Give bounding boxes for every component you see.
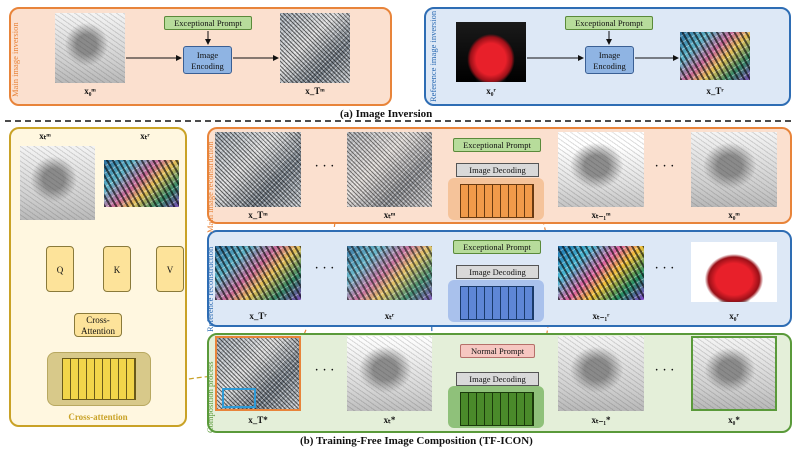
- inv-prompt-main: Exceptional Prompt: [164, 16, 252, 30]
- q-text: Q: [56, 265, 64, 275]
- row1-dots-b: · · ·: [655, 161, 676, 172]
- encoding-text: Image Encoding: [191, 50, 224, 71]
- encoding-box-main: Image Encoding: [183, 46, 232, 74]
- row2-prompt: Exceptional Prompt: [453, 240, 541, 254]
- v-box: V: [156, 246, 184, 292]
- row1-unet-stack: [460, 184, 534, 218]
- att-top-left: xₜᵐ: [39, 131, 51, 141]
- row2-cap-xt: xₜʳ: [384, 311, 395, 321]
- k-text: K: [113, 265, 121, 275]
- row1-cap-xt1: xₜ₋₁ᵐ: [591, 210, 611, 220]
- row2-unet-stack: [460, 286, 534, 320]
- row1-cap-xt: xₜᵐ: [383, 210, 396, 220]
- row2-decoding: Image Decoding: [456, 265, 539, 279]
- row1-dots-a: · · ·: [315, 161, 336, 172]
- att-top-right: xₜʳ: [140, 131, 150, 141]
- row1-img-xT: [215, 132, 301, 207]
- att-layers-stack: [62, 358, 136, 400]
- caption-b: (b) Training-Free Image Composition (TF-…: [300, 435, 533, 447]
- row3-cap-xt1: xₜ₋₁*: [591, 415, 611, 425]
- encoding-box-ref: Image Encoding: [585, 46, 634, 74]
- row3-img-xt1: [558, 336, 644, 411]
- row3-prompt: Normal Prompt: [460, 344, 535, 358]
- ref-out-caption: x_Tʳ: [706, 86, 724, 96]
- row-main-label: Main image reconstruction: [205, 141, 215, 233]
- q-box: Q: [46, 246, 74, 292]
- v-text: V: [166, 265, 174, 275]
- main-in-caption: x₀ᵐ: [84, 86, 96, 96]
- row2-cap-x0: x₀ʳ: [729, 311, 739, 321]
- ref-image-xT: [680, 32, 750, 80]
- row-comp-label: Composition process: [205, 361, 215, 433]
- k-box: K: [103, 246, 131, 292]
- row3-cap-x0: x₀*: [728, 415, 740, 425]
- row1-img-xt1: [558, 132, 644, 207]
- row3-img-xT: [215, 336, 301, 411]
- row1-img-xt: [347, 132, 432, 207]
- row3-dots-a: · · ·: [315, 365, 336, 376]
- row2-img-xt1: [558, 246, 644, 300]
- row3-dots-b: · · ·: [655, 365, 676, 376]
- row-ref-label: Reference reconstruction: [205, 246, 215, 332]
- encoding-text: Image Encoding: [593, 50, 626, 71]
- row2-dots-a: · · ·: [315, 263, 336, 274]
- row2-img-x0: [691, 242, 777, 302]
- main-out-caption: x_Tᵐ: [305, 86, 325, 96]
- row2-img-xT: [215, 246, 301, 300]
- inv-prompt-ref: Exceptional Prompt: [565, 16, 653, 30]
- row1-img-x0: [691, 132, 777, 207]
- ref-image-x0: [456, 22, 526, 82]
- row2-cap-xT: x_Tʳ: [249, 311, 267, 321]
- caption-a: (a) Image Inversion: [340, 108, 433, 120]
- row3-unet-stack: [460, 392, 534, 426]
- cross-attention-text: Cross- Attention: [81, 315, 115, 336]
- row3-cap-xT: x_T*: [248, 415, 268, 425]
- row3-img-xt: [347, 336, 432, 411]
- row2-cap-xt1: xₜ₋₁ʳ: [592, 311, 610, 321]
- main-image-xT: [280, 13, 350, 83]
- row1-decoding: Image Decoding: [456, 163, 539, 177]
- row2-dots-b: · · ·: [655, 263, 676, 274]
- att-main-image: [20, 146, 95, 220]
- ref-in-caption: x₀ʳ: [486, 86, 496, 96]
- row1-prompt: Exceptional Prompt: [453, 138, 541, 152]
- main-image-x0: [55, 13, 125, 83]
- row1-cap-xT: x_Tᵐ: [248, 210, 268, 220]
- row3-cap-xt: xₜ*: [383, 415, 396, 425]
- row3-decoding: Image Decoding: [456, 372, 539, 386]
- cross-attention-box: Cross- Attention: [74, 313, 122, 337]
- row2-img-xt: [347, 246, 432, 300]
- cross-attention-label: Cross-attention: [68, 412, 128, 422]
- row1-cap-x0: x₀ᵐ: [728, 210, 740, 220]
- att-ref-image: [104, 160, 179, 207]
- row3-ref-region: [222, 388, 256, 408]
- row3-img-x0: [691, 336, 777, 411]
